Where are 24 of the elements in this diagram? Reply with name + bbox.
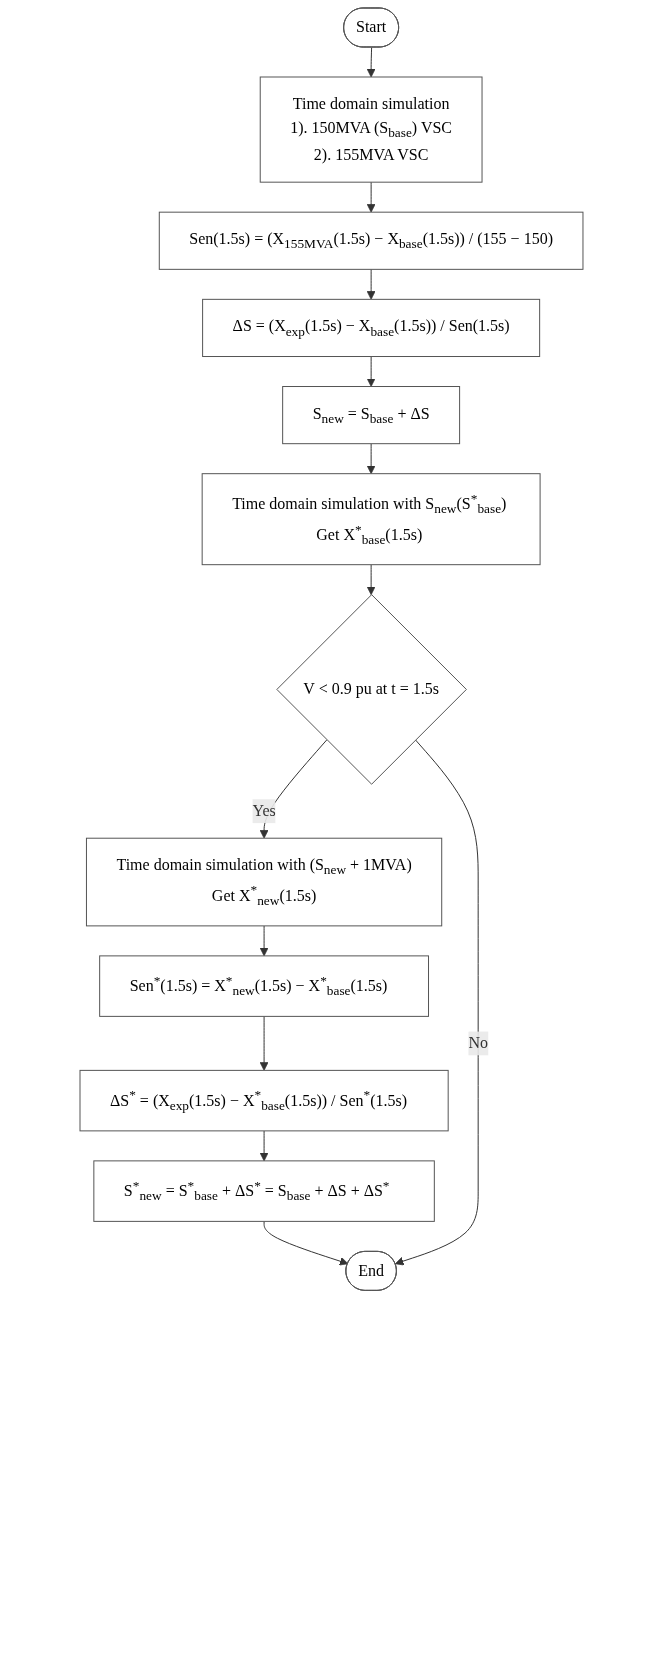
node-box: S$_{new}$ = S$_{base}$ + ΔS xyxy=(281,386,460,445)
arrow xyxy=(366,268,376,300)
arrow xyxy=(394,739,479,1266)
arrow xyxy=(259,1015,268,1071)
node-diamond: V < 0.9 pu at t = 1.5s xyxy=(275,594,467,785)
arrow xyxy=(366,564,376,596)
node-box: S$^{*}$$_{new}$ = S$^{*}$$_{base}$ + ΔS$^{*}$ = S$_{base}$ + ΔS + ΔS$^{*}$ xyxy=(92,1160,435,1222)
node-box: Sen$^{*}$(1.5s) = X$^{*}$$_{new}$(1.5s) − X$^{*}$$_{base}$(1.5s) xyxy=(98,955,429,1017)
arrow xyxy=(366,181,376,213)
node-box: Sen(1.5s) = (X$_{155MVA}$(1.5s) − X$_{base}$(1.5s)) / (155 − 150) xyxy=(158,211,583,270)
node-box: Time domain simulation with (S$_{new}$ + 1MVA) Get X$^{*}$$_{new}$(1.5s) xyxy=(85,837,442,927)
edge-label: Yes xyxy=(251,802,276,820)
arrow xyxy=(259,1130,268,1162)
arrow xyxy=(259,739,327,839)
node-box: Time domain simulation with S$_{new}$(S$^{*}$$_{base}$) Get X$^{*}$$_{base}$(1.5s) xyxy=(201,473,541,566)
arrow xyxy=(263,1220,348,1266)
arrow xyxy=(366,47,376,78)
arrow xyxy=(366,356,376,387)
arrow xyxy=(366,443,376,475)
node-box: ΔS$^{*}$ = (X$_{exp}$(1.5s) − X$^{*}$$_{base}$(1.5s)) / Sen$^{*}$(1.5s) xyxy=(79,1069,449,1132)
node-box: Time domain simulation 1). 150MVA (S$_{base}$) VSC 2). 155MVA VSC xyxy=(259,76,483,183)
arrow xyxy=(259,925,268,957)
edge-label: No xyxy=(467,1034,488,1052)
node-box: ΔS = (X$_{exp}$(1.5s) − X$_{base}$(1.5s)) / Sen(1.5s) xyxy=(201,298,540,357)
